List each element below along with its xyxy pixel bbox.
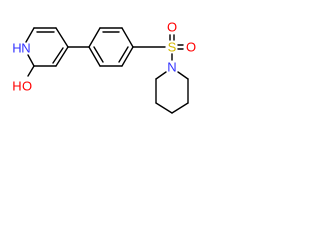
bond [55,27,69,48]
bond [155,102,173,114]
bond [177,71,189,80]
atom-label-o-sulfonyl-top: O [167,20,177,35]
atom-label-o-hydroxy: O [22,79,32,94]
bond [118,46,129,63]
piperidine-ring [155,71,189,114]
bond [121,46,134,67]
bond [171,102,189,114]
atom-label-n-piperidine: N [167,60,176,75]
chemical-structure: H N H O S O O N [12,20,196,114]
bond [93,46,104,63]
phenyl-ring [88,27,134,67]
bond [88,27,101,48]
bond [25,27,35,43]
bond [55,46,69,67]
pyridine-ring [25,27,69,77]
sulfonyl-group [132,34,184,61]
bond [121,27,134,48]
bond [52,47,64,64]
bond [27,54,35,67]
atom-label-n-pyridine: N [21,41,30,56]
atom-label-o-hydroxy: H [12,79,21,94]
bond [88,46,101,67]
atom-label-n-pyridine: H [12,41,21,56]
atom-label-s-sulfonyl: S [168,40,177,55]
atom-label-o-sulfonyl-right: O [186,40,196,55]
bond [27,65,35,77]
bond [155,71,167,80]
